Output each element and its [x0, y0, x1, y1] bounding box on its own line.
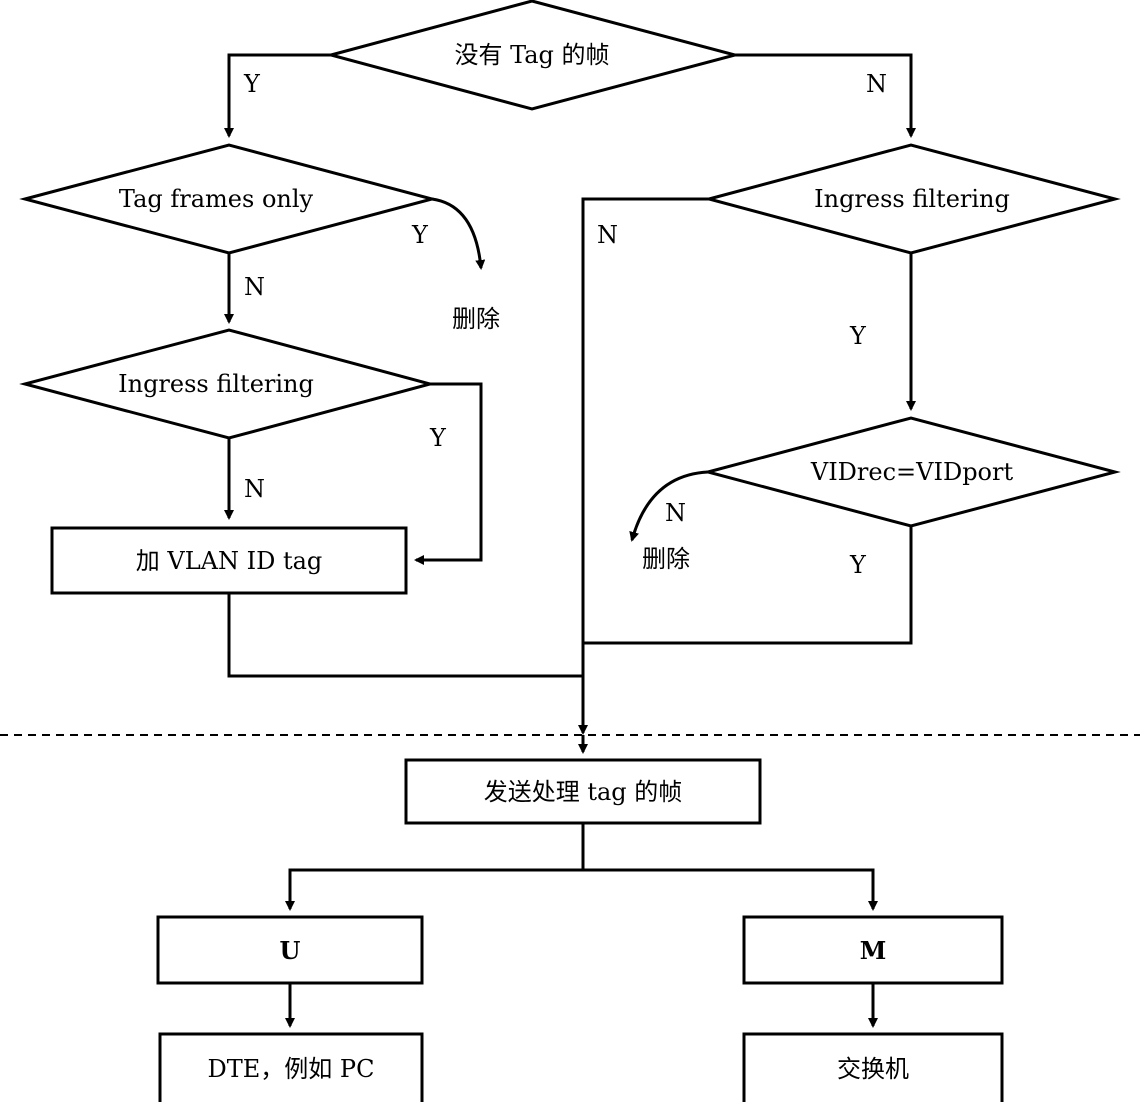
decision-ingress-filtering-right: Ingress filtering [703, 143, 1121, 255]
edge-label-vid-yes: Y [849, 551, 867, 579]
decision-ingress-filtering-left: Ingress filtering [19, 328, 436, 440]
device-dte-pc: DTE，例如 PC [158, 1032, 424, 1102]
port-tagged-m: M [742, 915, 1004, 985]
port-untagged-u: U [156, 915, 424, 985]
edge-label-ingress-right-no: N [597, 221, 618, 249]
edge-label-tag-only-no: N [244, 273, 265, 301]
edge-untagged-no [735, 53, 916, 138]
port-tagged-m-label: M [860, 936, 887, 965]
decision-untagged-frame-label: 没有 Tag 的帧 [454, 41, 609, 69]
edge-label-ingress-left-yes: Y [429, 424, 447, 452]
device-switch: 交换机 [742, 1032, 1004, 1102]
edge-label-tag-only-yes: Y [411, 221, 429, 249]
process-add-vlan-tag: 加 VLAN ID tag [50, 526, 408, 595]
edge-ingress-right-no [578, 197, 709, 735]
process-send-tagged-frame: 发送处理 tag 的帧 [404, 758, 762, 825]
drop-label-tag-only: 删除 [452, 305, 500, 333]
edge-vid-yes [583, 526, 913, 645]
decision-tag-frames-only-label: Tag frames only [119, 185, 314, 213]
edge-add-tag-to-merge [227, 593, 583, 678]
edge-ingress-left-yes [414, 382, 483, 565]
edge-tag-only-yes [431, 197, 486, 270]
device-switch-label: 交换机 [837, 1055, 909, 1083]
edge-vid-no [629, 470, 709, 542]
edge-label-ingress-right-yes: Y [849, 322, 867, 350]
decision-vid-compare-label: VIDrec=VIDport [810, 458, 1014, 486]
device-dte-pc-label: DTE，例如 PC [208, 1055, 375, 1083]
port-untagged-u-label: U [280, 936, 301, 965]
edge-send-to-m [583, 868, 878, 911]
decision-ingress-filtering-left-label: Ingress filtering [118, 370, 314, 398]
process-add-vlan-tag-label: 加 VLAN ID tag [136, 547, 323, 575]
decision-untagged-frame: 没有 Tag 的帧 [325, 0, 741, 111]
edge-send-to-u [285, 823, 585, 911]
edge-untagged-yes [224, 53, 331, 138]
drop-label-vid-mismatch: 删除 [642, 545, 690, 573]
decision-vid-compare: VIDrec=VIDport [702, 416, 1121, 528]
edge-label-ingress-left-no: N [244, 475, 265, 503]
edge-label-untagged-no: N [866, 70, 887, 98]
decision-tag-frames-only: Tag frames only [19, 143, 438, 255]
process-send-tagged-frame-label: 发送处理 tag 的帧 [484, 778, 683, 806]
edge-label-untagged-yes: Y [243, 70, 261, 98]
decision-ingress-filtering-right-label: Ingress filtering [814, 185, 1010, 213]
edge-label-vid-no: N [665, 499, 686, 527]
